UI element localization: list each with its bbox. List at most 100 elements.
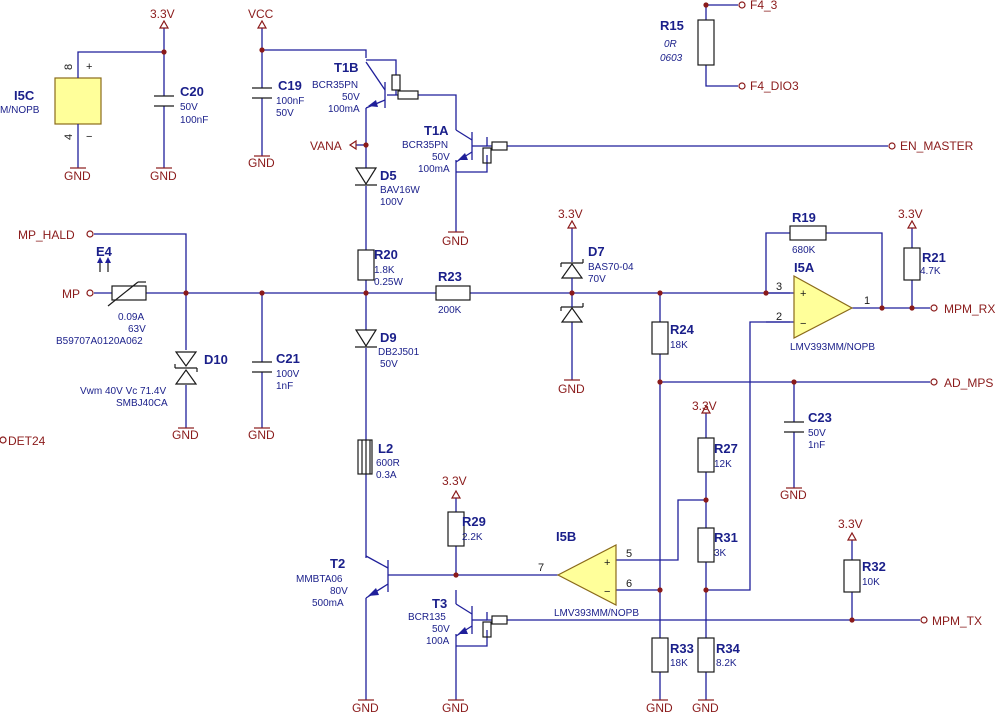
svg-text:18K: 18K xyxy=(670,658,688,669)
svg-text:R15: R15 xyxy=(660,18,684,33)
port-mp-hald: MP_HALD xyxy=(18,228,94,242)
svg-text:T1B: T1B xyxy=(334,60,359,75)
net-label: 3.3V xyxy=(898,207,923,221)
power-port-3v3-r21: 3.3V xyxy=(898,207,923,229)
svg-text:E4: E4 xyxy=(96,244,113,259)
svg-text:200K: 200K xyxy=(438,305,462,316)
svg-text:GND: GND xyxy=(64,169,91,183)
svg-text:−: − xyxy=(86,131,92,143)
svg-text:I5B: I5B xyxy=(556,529,576,544)
svg-text:63V: 63V xyxy=(128,324,146,335)
svg-text:C19: C19 xyxy=(278,78,302,93)
svg-text:Vwm 40V Vc 71.4V: Vwm 40V Vc 71.4V xyxy=(80,386,166,397)
net-label: VCC xyxy=(248,7,274,21)
svg-text:GND: GND xyxy=(352,701,379,715)
r32-resistor: R32 10K xyxy=(843,559,886,593)
svg-text:VANA: VANA xyxy=(310,139,342,153)
svg-text:T1A: T1A xyxy=(424,123,449,138)
svg-text:6: 6 xyxy=(626,578,632,590)
svg-text:+: + xyxy=(86,61,92,73)
gnd-c21: GND xyxy=(248,427,275,442)
svg-text:D5: D5 xyxy=(380,168,397,183)
svg-text:GND: GND xyxy=(646,701,673,715)
svg-text:BAV16W: BAV16W xyxy=(380,185,420,196)
svg-text:SMBJ40CA: SMBJ40CA xyxy=(116,398,168,409)
i5c-op-amp-supply: 8 + 4 − I5C M/NOPB xyxy=(0,61,102,143)
svg-text:L2: L2 xyxy=(378,441,393,456)
svg-text:R32: R32 xyxy=(862,559,886,574)
svg-text:D10: D10 xyxy=(204,352,228,367)
svg-text:LMV393MM/NOPB: LMV393MM/NOPB xyxy=(554,608,639,619)
net-label: 3.3V xyxy=(692,399,717,413)
d7-dual-diode: D7 BAS70-04 70V xyxy=(560,244,634,323)
svg-text:EN_MASTER: EN_MASTER xyxy=(900,139,974,153)
svg-text:12K: 12K xyxy=(714,459,732,470)
port-en-master: EN_MASTER xyxy=(888,139,974,153)
junctions xyxy=(161,2,915,623)
net-label: 3.3V xyxy=(150,7,175,21)
svg-text:1: 1 xyxy=(864,295,870,307)
wires xyxy=(77,4,930,700)
port-mp: MP xyxy=(62,287,94,301)
r34-resistor: R34 8.2K xyxy=(697,637,741,673)
port-f4-3: F4_3 xyxy=(738,0,778,12)
gnd-r34: GND xyxy=(692,699,719,715)
gnd-r33: GND xyxy=(646,699,673,715)
svg-text:−: − xyxy=(604,586,610,598)
svg-text:GND: GND xyxy=(248,156,275,170)
svg-text:R33: R33 xyxy=(670,641,694,656)
gnd-c20: GND xyxy=(150,167,177,183)
power-port-3v3-r27: 3.3V xyxy=(692,399,717,414)
svg-text:50V: 50V xyxy=(432,152,450,163)
svg-text:10K: 10K xyxy=(862,577,880,588)
power-port-3v3-c20: 3.3V xyxy=(150,7,175,29)
svg-text:18K: 18K xyxy=(670,340,688,351)
svg-text:MMBTA06: MMBTA06 xyxy=(296,574,343,585)
d9-diode: D9 DB2J501 50V xyxy=(354,329,420,370)
net-label: 3.3V xyxy=(442,474,467,488)
power-port-3v3-d7: 3.3V xyxy=(558,207,583,229)
svg-text:1nF: 1nF xyxy=(808,440,825,451)
svg-text:GND: GND xyxy=(150,169,177,183)
svg-text:0.09A: 0.09A xyxy=(118,312,144,323)
r24-resistor: R24 18K xyxy=(651,321,695,355)
port-f4-dio3: F4_DIO3 xyxy=(738,79,799,93)
svg-text:4: 4 xyxy=(63,134,75,140)
t1b-transistor: T1B BCR35PN 50V 100mA xyxy=(312,60,419,115)
port-mpm-rx: MPM_RX xyxy=(930,302,995,316)
e4-ptc-thermistor: E4 0.09A 63V B59707A0120A062 xyxy=(56,244,147,347)
gnd-t2: GND xyxy=(352,699,379,715)
svg-text:MPM_RX: MPM_RX xyxy=(944,302,995,316)
svg-text:F4_3: F4_3 xyxy=(750,0,778,12)
svg-text:4.7K: 4.7K xyxy=(920,266,941,277)
r27-resistor: R27 12K xyxy=(697,437,738,473)
ground-symbols: GND GND GND GND GND GND GND GND GND GND … xyxy=(64,155,807,715)
svg-text:2: 2 xyxy=(776,311,782,323)
i5b-comparator: + − 5 6 7 I5B LMV393MM/NOPB xyxy=(538,529,639,619)
gnd-i5c: GND xyxy=(64,167,91,183)
svg-text:R24: R24 xyxy=(670,322,695,337)
svg-text:100nF: 100nF xyxy=(276,96,304,107)
gnd-d7: GND xyxy=(558,379,585,396)
c23-capacitor: C23 50V 1nF xyxy=(784,410,832,451)
t1a-transistor: T1A BCR35PN 50V 100mA xyxy=(402,123,508,175)
r23-resistor: R23 200K xyxy=(435,269,471,316)
svg-text:50V: 50V xyxy=(180,102,198,113)
port-mpm-tx: MPM_TX xyxy=(920,614,982,628)
svg-text:B59707A0120A062: B59707A0120A062 xyxy=(56,336,143,347)
svg-text:T2: T2 xyxy=(330,556,345,571)
svg-text:50V: 50V xyxy=(432,624,450,635)
svg-text:100nF: 100nF xyxy=(180,115,208,126)
c20-capacitor: C20 50V 100nF xyxy=(154,84,208,126)
svg-text:5: 5 xyxy=(626,548,632,560)
svg-text:−: − xyxy=(800,318,806,330)
gnd-t3: GND xyxy=(442,699,469,715)
svg-text:R27: R27 xyxy=(714,441,738,456)
power-ports: 3.3V VCC 3.3V 3.3V 3.3V 3.3V 3.3V xyxy=(150,7,923,541)
svg-text:AD_MPS: AD_MPS xyxy=(944,376,993,390)
svg-text:I5C: I5C xyxy=(14,88,35,103)
svg-text:BCR35PN: BCR35PN xyxy=(312,80,358,91)
svg-text:DB2J501: DB2J501 xyxy=(378,347,420,358)
svg-text:M/NOPB: M/NOPB xyxy=(0,105,40,116)
svg-text:MP_HALD: MP_HALD xyxy=(18,228,75,242)
